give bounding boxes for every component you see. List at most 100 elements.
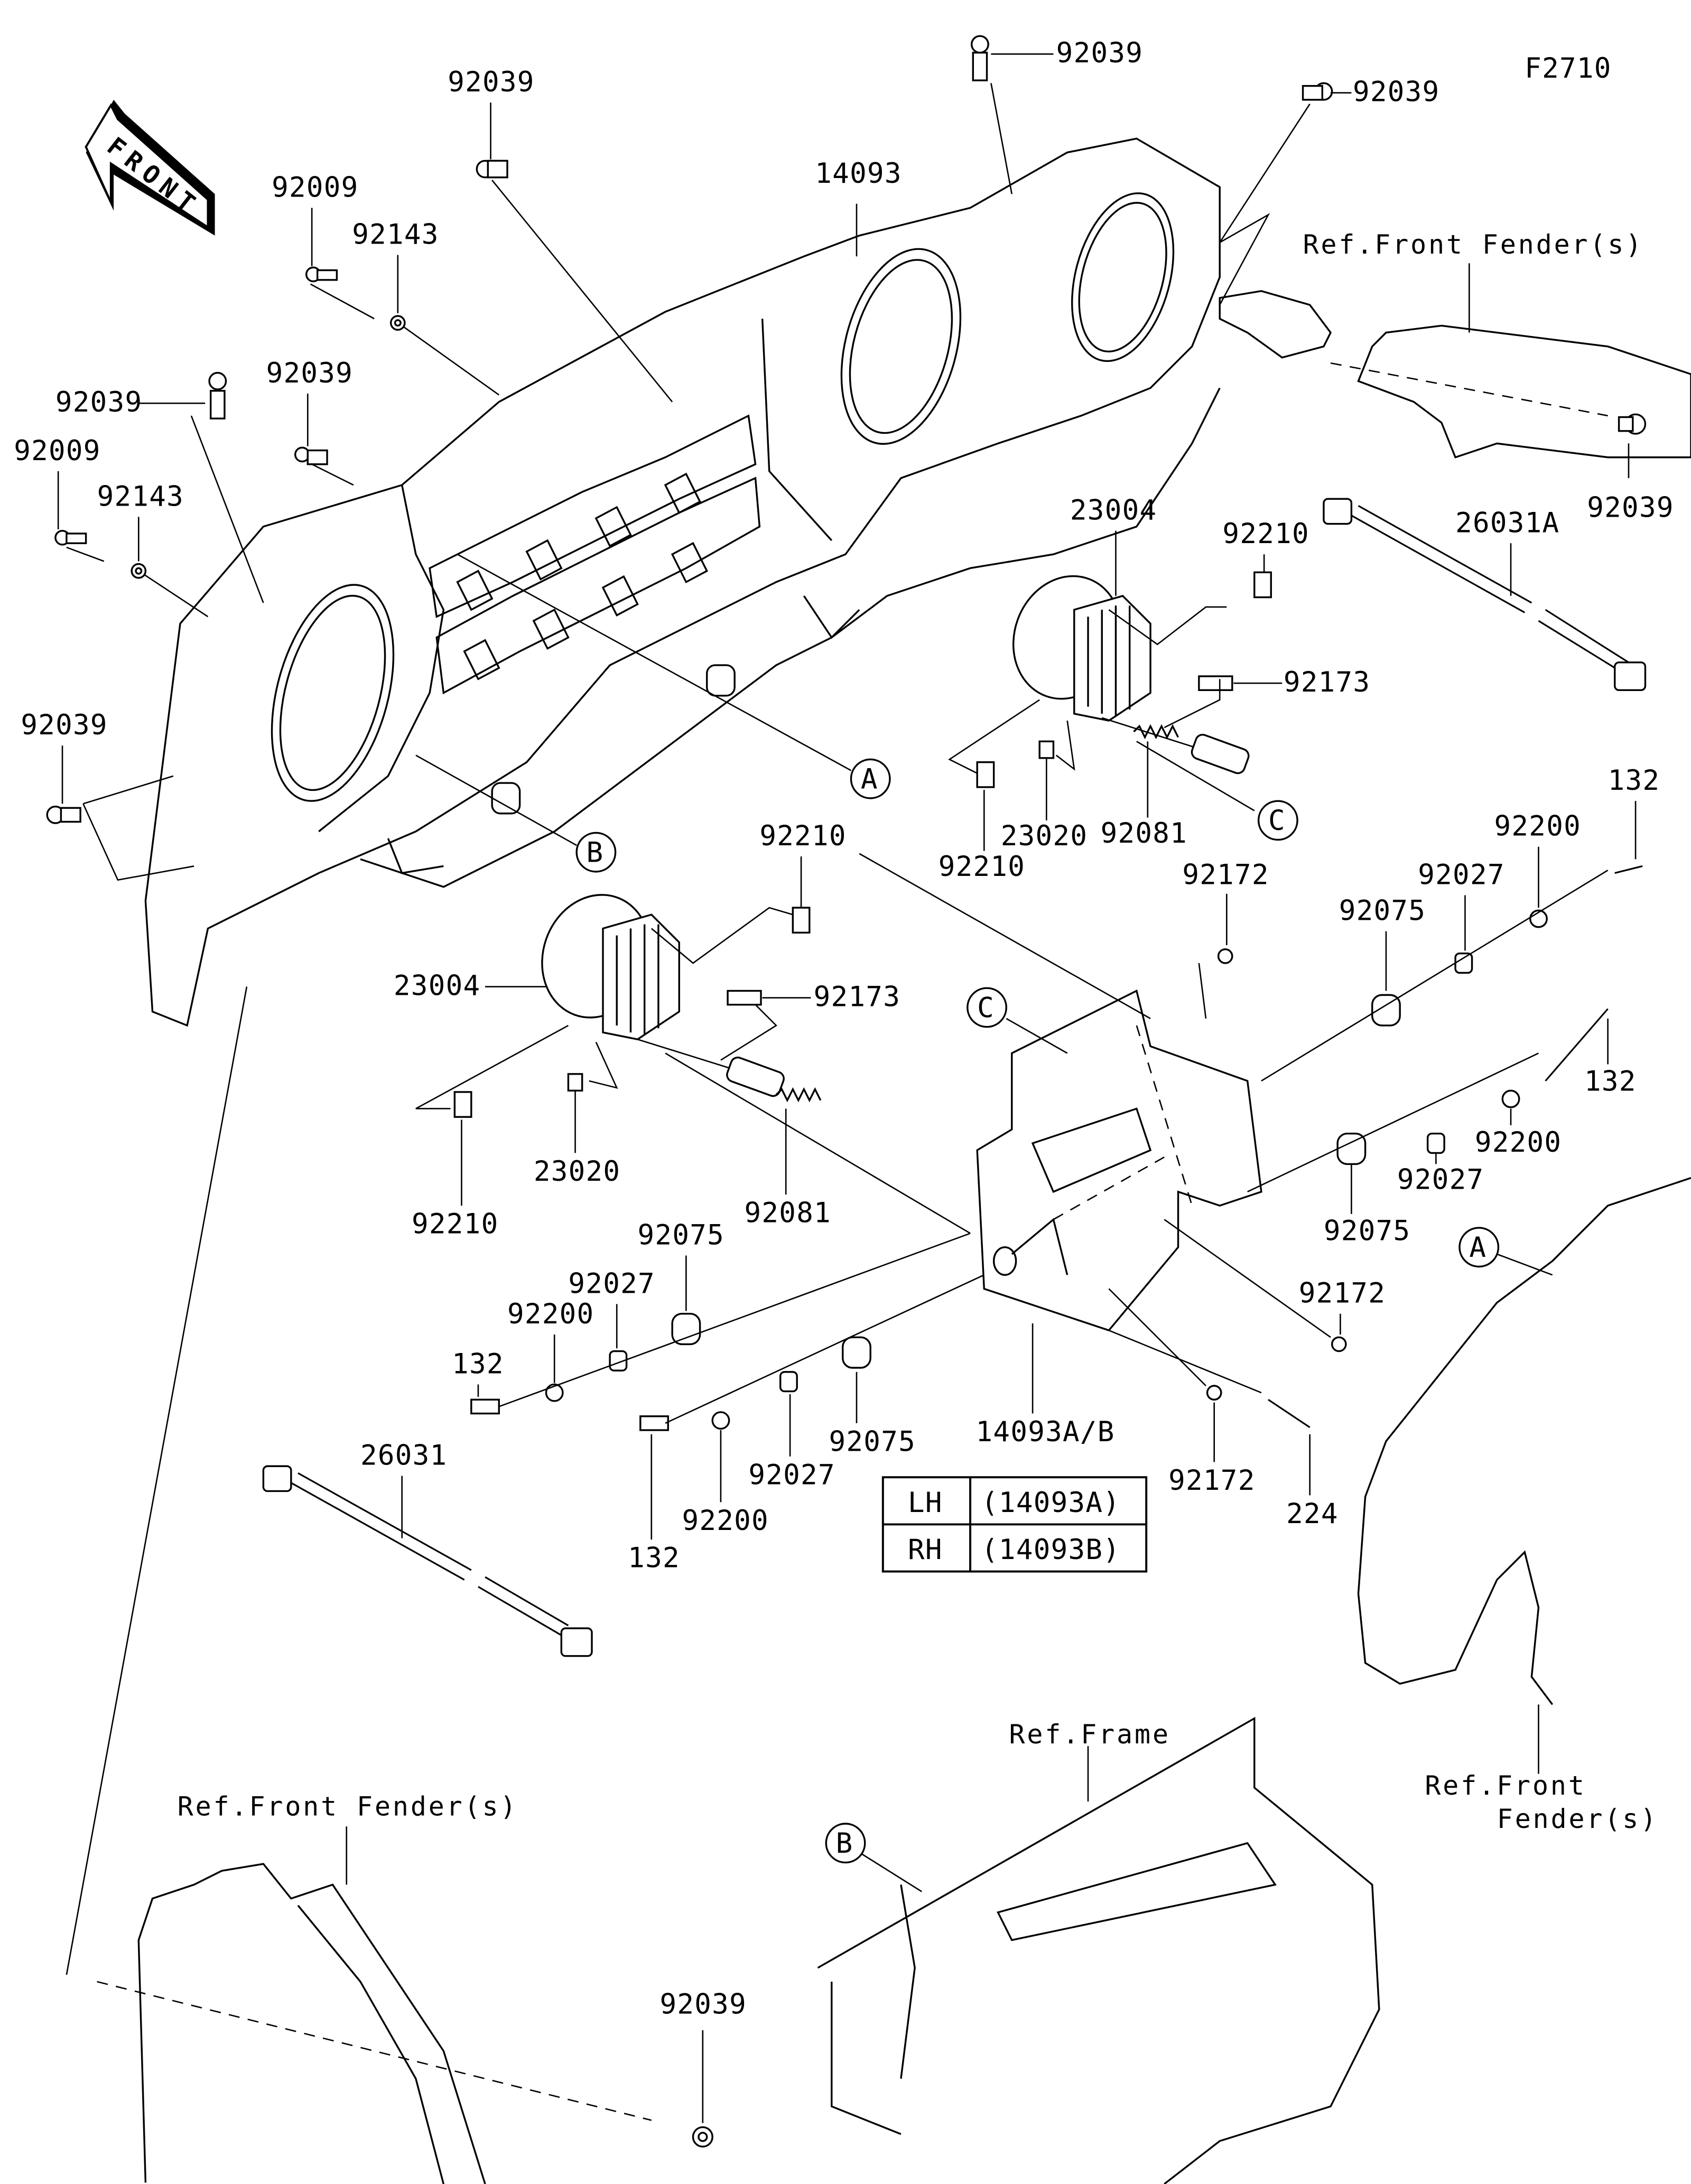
label-92081: 92081	[1101, 817, 1187, 850]
ref-frame: Ref.Frame	[1009, 1719, 1170, 1750]
label-92172: 92172	[1182, 859, 1269, 891]
label-92075: 92075	[829, 1425, 916, 1458]
label-92039: 92039	[448, 66, 534, 98]
label-92039: 92039	[266, 357, 353, 389]
label-132: 132	[628, 1542, 680, 1574]
dash-panel-14093	[144, 137, 1332, 1027]
grille-mesh	[429, 414, 761, 695]
clip-nut-icon	[792, 907, 811, 934]
washer-icon	[389, 315, 406, 331]
label-92009: 92009	[14, 435, 100, 467]
label-23020: 23020	[1001, 820, 1088, 852]
washer-icon	[131, 563, 147, 579]
label-26031A: 26031A	[1455, 507, 1559, 539]
callout-a-1: A	[457, 554, 891, 799]
label-132: 132	[452, 1348, 504, 1380]
label-92075: 92075	[638, 1219, 724, 1252]
label-92039: 92039	[1587, 491, 1674, 524]
clip-icon	[1198, 675, 1233, 692]
label-23020: 23020	[534, 1155, 620, 1188]
push-rivet-icon	[692, 2030, 713, 2148]
headlight-left-23004	[415, 894, 971, 1234]
label-92039: 92039	[1056, 37, 1143, 69]
mounting-hardware-right	[1108, 865, 1643, 1429]
fastener-icons-top	[46, 35, 1647, 824]
label-92200: 92200	[682, 1505, 768, 1537]
label-224: 224	[1286, 1498, 1339, 1530]
front-fender-bottom-left	[66, 986, 652, 2184]
ref-front-fender-bottom-left: Ref.Front Fender(s)	[178, 1791, 518, 1822]
bracket-14093AB	[976, 990, 1262, 1332]
frame-bottom	[817, 1716, 1380, 2184]
clip-nut-icon	[1253, 571, 1272, 599]
headlight-right-23004	[948, 571, 1272, 811]
label-92200: 92200	[1494, 810, 1581, 843]
label-92172: 92172	[1299, 1277, 1386, 1310]
label-92075: 92075	[1339, 895, 1426, 927]
label-92173: 92173	[1284, 666, 1370, 698]
label-92027: 92027	[568, 1267, 655, 1300]
push-rivet-icon	[476, 160, 508, 179]
label-132: 132	[1608, 764, 1660, 797]
leader-lines-top	[66, 83, 1630, 881]
part-labels: 92039 92039 92039 14093 92009 92143 9203…	[14, 37, 1674, 2020]
label-92039: 92039	[1353, 76, 1439, 108]
grommet-b	[491, 782, 521, 815]
nut-icon	[567, 1073, 583, 1092]
clip-icon	[727, 990, 762, 1006]
svg-text:C: C	[1268, 805, 1286, 837]
label-92027: 92027	[748, 1459, 835, 1491]
figure-code: F2710	[1525, 52, 1611, 85]
label-92009: 92009	[272, 171, 358, 203]
front-arrow-icon: FRONT	[85, 99, 215, 236]
label-26031: 26031	[360, 1440, 447, 1472]
label-92210: 92210	[939, 851, 1025, 883]
label-92210: 92210	[759, 820, 846, 852]
harness-26031	[262, 1465, 593, 1657]
label-92039: 92039	[55, 386, 142, 418]
table-row-rh-side: RH	[908, 1534, 943, 1566]
label-92173: 92173	[814, 981, 900, 1013]
label-92027: 92027	[1418, 859, 1504, 891]
callout-c-1: C	[1257, 800, 1298, 841]
front-fender-top-right	[1330, 324, 1691, 459]
spring-icon	[1133, 724, 1179, 740]
push-rivet-icon	[1618, 413, 1647, 435]
label-92027: 92027	[1397, 1164, 1484, 1196]
variant-table: LH (14093A) RH (14093B)	[881, 1476, 1148, 1573]
label-92039: 92039	[660, 1988, 747, 2020]
ref-front-fender-top: Ref.Front Fender(s)	[1303, 229, 1644, 260]
reference-labels: Ref.Front Fender(s) Ref.Front Fender(s) …	[178, 229, 1656, 1885]
svg-text:A: A	[861, 763, 878, 796]
label-23004: 23004	[1070, 494, 1157, 527]
clip-nut-icon	[453, 1091, 472, 1118]
push-rivet-icon	[970, 35, 989, 81]
table-row-lh-side: LH	[908, 1487, 943, 1519]
harness-26031A	[1323, 498, 1647, 692]
mounting-hardware-left	[470, 1233, 984, 1431]
label-92200: 92200	[507, 1298, 594, 1330]
label-92210: 92210	[412, 1208, 498, 1240]
nut-icon	[1038, 740, 1055, 759]
label-92081: 92081	[745, 1197, 831, 1229]
callout-a-2: A	[1458, 1227, 1553, 1276]
grommet-a	[705, 664, 736, 697]
screw-icon	[305, 266, 338, 283]
label-23004: 23004	[394, 969, 480, 1002]
label-14093AB: 14093A/B	[976, 1416, 1115, 1448]
table-row-rh-part: (14093B)	[981, 1534, 1120, 1566]
label-92200: 92200	[1475, 1126, 1562, 1159]
callout-b-1: B	[415, 754, 617, 873]
label-92039: 92039	[21, 709, 107, 741]
clip-nut-icon	[976, 761, 995, 788]
front-fender-right	[1357, 1177, 1691, 1774]
push-rivet-icon	[294, 446, 328, 465]
label-92172: 92172	[1168, 1464, 1255, 1497]
label-92143: 92143	[97, 480, 184, 512]
svg-text:B: B	[836, 1827, 853, 1860]
svg-text:A: A	[1469, 1231, 1486, 1264]
label-14093: 14093	[815, 157, 902, 190]
label-92075: 92075	[1324, 1215, 1410, 1247]
push-rivet-icon	[46, 805, 81, 824]
table-row-lh-part: (14093A)	[981, 1487, 1120, 1519]
